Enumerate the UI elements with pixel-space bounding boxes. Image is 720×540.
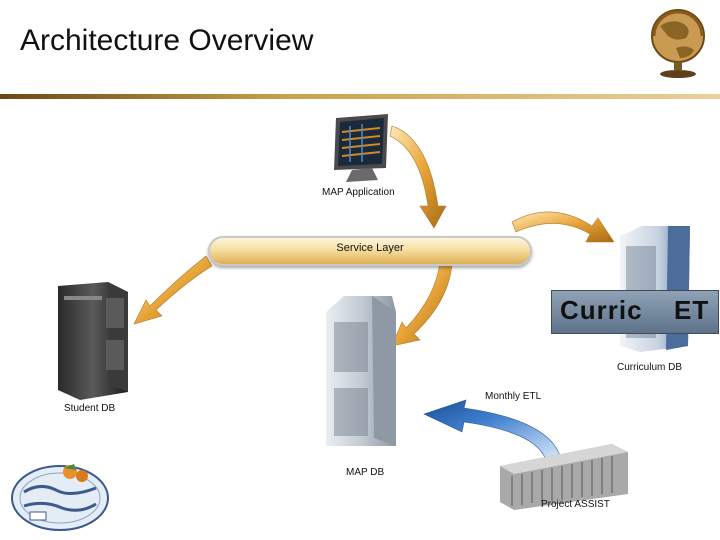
arrow-service-to-curriculum: [511, 211, 615, 243]
service-layer-bar: Service Layer: [208, 236, 532, 266]
globe-icon: [651, 9, 705, 78]
label-map-application: MAP Application: [322, 187, 395, 198]
arrow-etl-to-mapdb: [423, 399, 561, 461]
arrow-app-to-service: [389, 125, 447, 229]
project-assist-server-rack-icon: [500, 444, 628, 510]
student-db-server-icon: [58, 282, 128, 400]
college-seal-logo: [11, 464, 109, 531]
arrow-service-to-student: [133, 255, 213, 325]
map-db-server-icon: [326, 296, 396, 446]
label-project-assist: Project ASSIST: [541, 499, 610, 510]
title-bar: Architecture Overview: [0, 0, 720, 92]
curricunet-logo-text: Curric: [560, 295, 643, 325]
page-title: Architecture Overview: [20, 24, 314, 57]
arrow-service-to-mapdb: [391, 261, 453, 347]
label-curriculum-db: Curriculum DB: [617, 362, 683, 373]
label-service-layer: Service Layer: [336, 242, 404, 254]
label-map-db: MAP DB: [346, 467, 385, 478]
curricunet-logo-tail: ET: [674, 295, 710, 325]
label-monthly-etl: Monthly ETL: [485, 391, 542, 402]
label-student-db: Student DB: [64, 403, 116, 414]
curricunet-logo: Curric ET: [551, 290, 719, 334]
monitor-icon: [334, 114, 388, 182]
header-divider: [0, 94, 720, 99]
